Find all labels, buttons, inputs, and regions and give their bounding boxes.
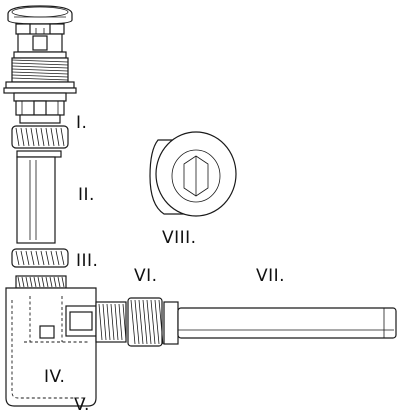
- knurl-line: [150, 299, 156, 345]
- label-part-i: I.: [76, 113, 87, 133]
- knurl-line: [15, 250, 20, 266]
- label-part-vi: VI.: [134, 266, 158, 286]
- knurl-line: [154, 299, 160, 345]
- knurl-line: [30, 127, 35, 147]
- thread-line: [45, 276, 49, 288]
- part-viii-seal-ring: [149, 131, 237, 217]
- part-iv-trap-body: [5, 275, 127, 407]
- thread-line: [61, 276, 65, 288]
- thread-line: [41, 276, 45, 288]
- thread-line: [53, 276, 57, 288]
- part-ii-tube: [16, 150, 62, 244]
- thread-line: [57, 276, 61, 288]
- thread-line: [106, 303, 111, 341]
- thread-line: [11, 71, 69, 75]
- thread-line: [118, 303, 123, 341]
- popup-waste-plug: [3, 5, 77, 124]
- label-part-v: V.: [74, 395, 90, 415]
- knurl-line: [55, 250, 60, 266]
- thread-line: [29, 276, 33, 288]
- label-part-iv: IV.: [44, 367, 65, 387]
- knurl-line: [35, 250, 40, 266]
- knurl-line: [35, 127, 40, 147]
- thread-line: [11, 68, 69, 72]
- knurl-line: [45, 127, 50, 147]
- thread-line: [25, 276, 29, 288]
- part-vii-outlet-pipe: [163, 301, 397, 345]
- knurl-line: [50, 250, 55, 266]
- thread-line: [49, 276, 53, 288]
- knurl-line: [45, 250, 50, 266]
- knurl-line: [158, 299, 164, 345]
- part-i-knurled-nut: [11, 125, 69, 149]
- knurl-line: [50, 127, 55, 147]
- thread-line: [21, 276, 25, 288]
- knurl-line: [40, 250, 45, 266]
- thread-line: [110, 303, 115, 341]
- knurl-line: [30, 250, 35, 266]
- knurl-line: [20, 127, 25, 147]
- knurl-line: [55, 127, 60, 147]
- thread-line: [11, 74, 69, 78]
- thread-line: [122, 303, 127, 341]
- knurl-line: [20, 250, 25, 266]
- knurl-line: [60, 250, 65, 266]
- thread-line: [98, 303, 103, 341]
- thread-line: [11, 59, 69, 63]
- knurl-line: [130, 299, 136, 345]
- knurl-line: [60, 127, 65, 147]
- knurl-line: [142, 299, 148, 345]
- thread-line: [102, 303, 107, 341]
- label-part-ii: II.: [78, 185, 95, 205]
- part-vi-outlet-nut: [127, 297, 164, 347]
- knurl-line: [40, 127, 45, 147]
- thread-line: [37, 276, 41, 288]
- part-iii-knurled-nut: [11, 248, 69, 268]
- knurl-line: [134, 299, 140, 345]
- thread-line: [114, 303, 119, 341]
- label-part-iii: III.: [76, 251, 98, 271]
- thread-line: [11, 62, 69, 66]
- thread-line: [33, 276, 37, 288]
- knurl-line: [25, 250, 30, 266]
- knurl-line: [138, 299, 144, 345]
- thread-line: [11, 65, 69, 69]
- label-part-viii: VIII.: [162, 228, 197, 248]
- knurl-line: [25, 127, 30, 147]
- knurl-line: [15, 127, 20, 147]
- knurl-line: [146, 299, 152, 345]
- thread-line: [17, 276, 21, 288]
- label-part-vii: VII.: [256, 266, 285, 286]
- thread-line: [11, 77, 69, 81]
